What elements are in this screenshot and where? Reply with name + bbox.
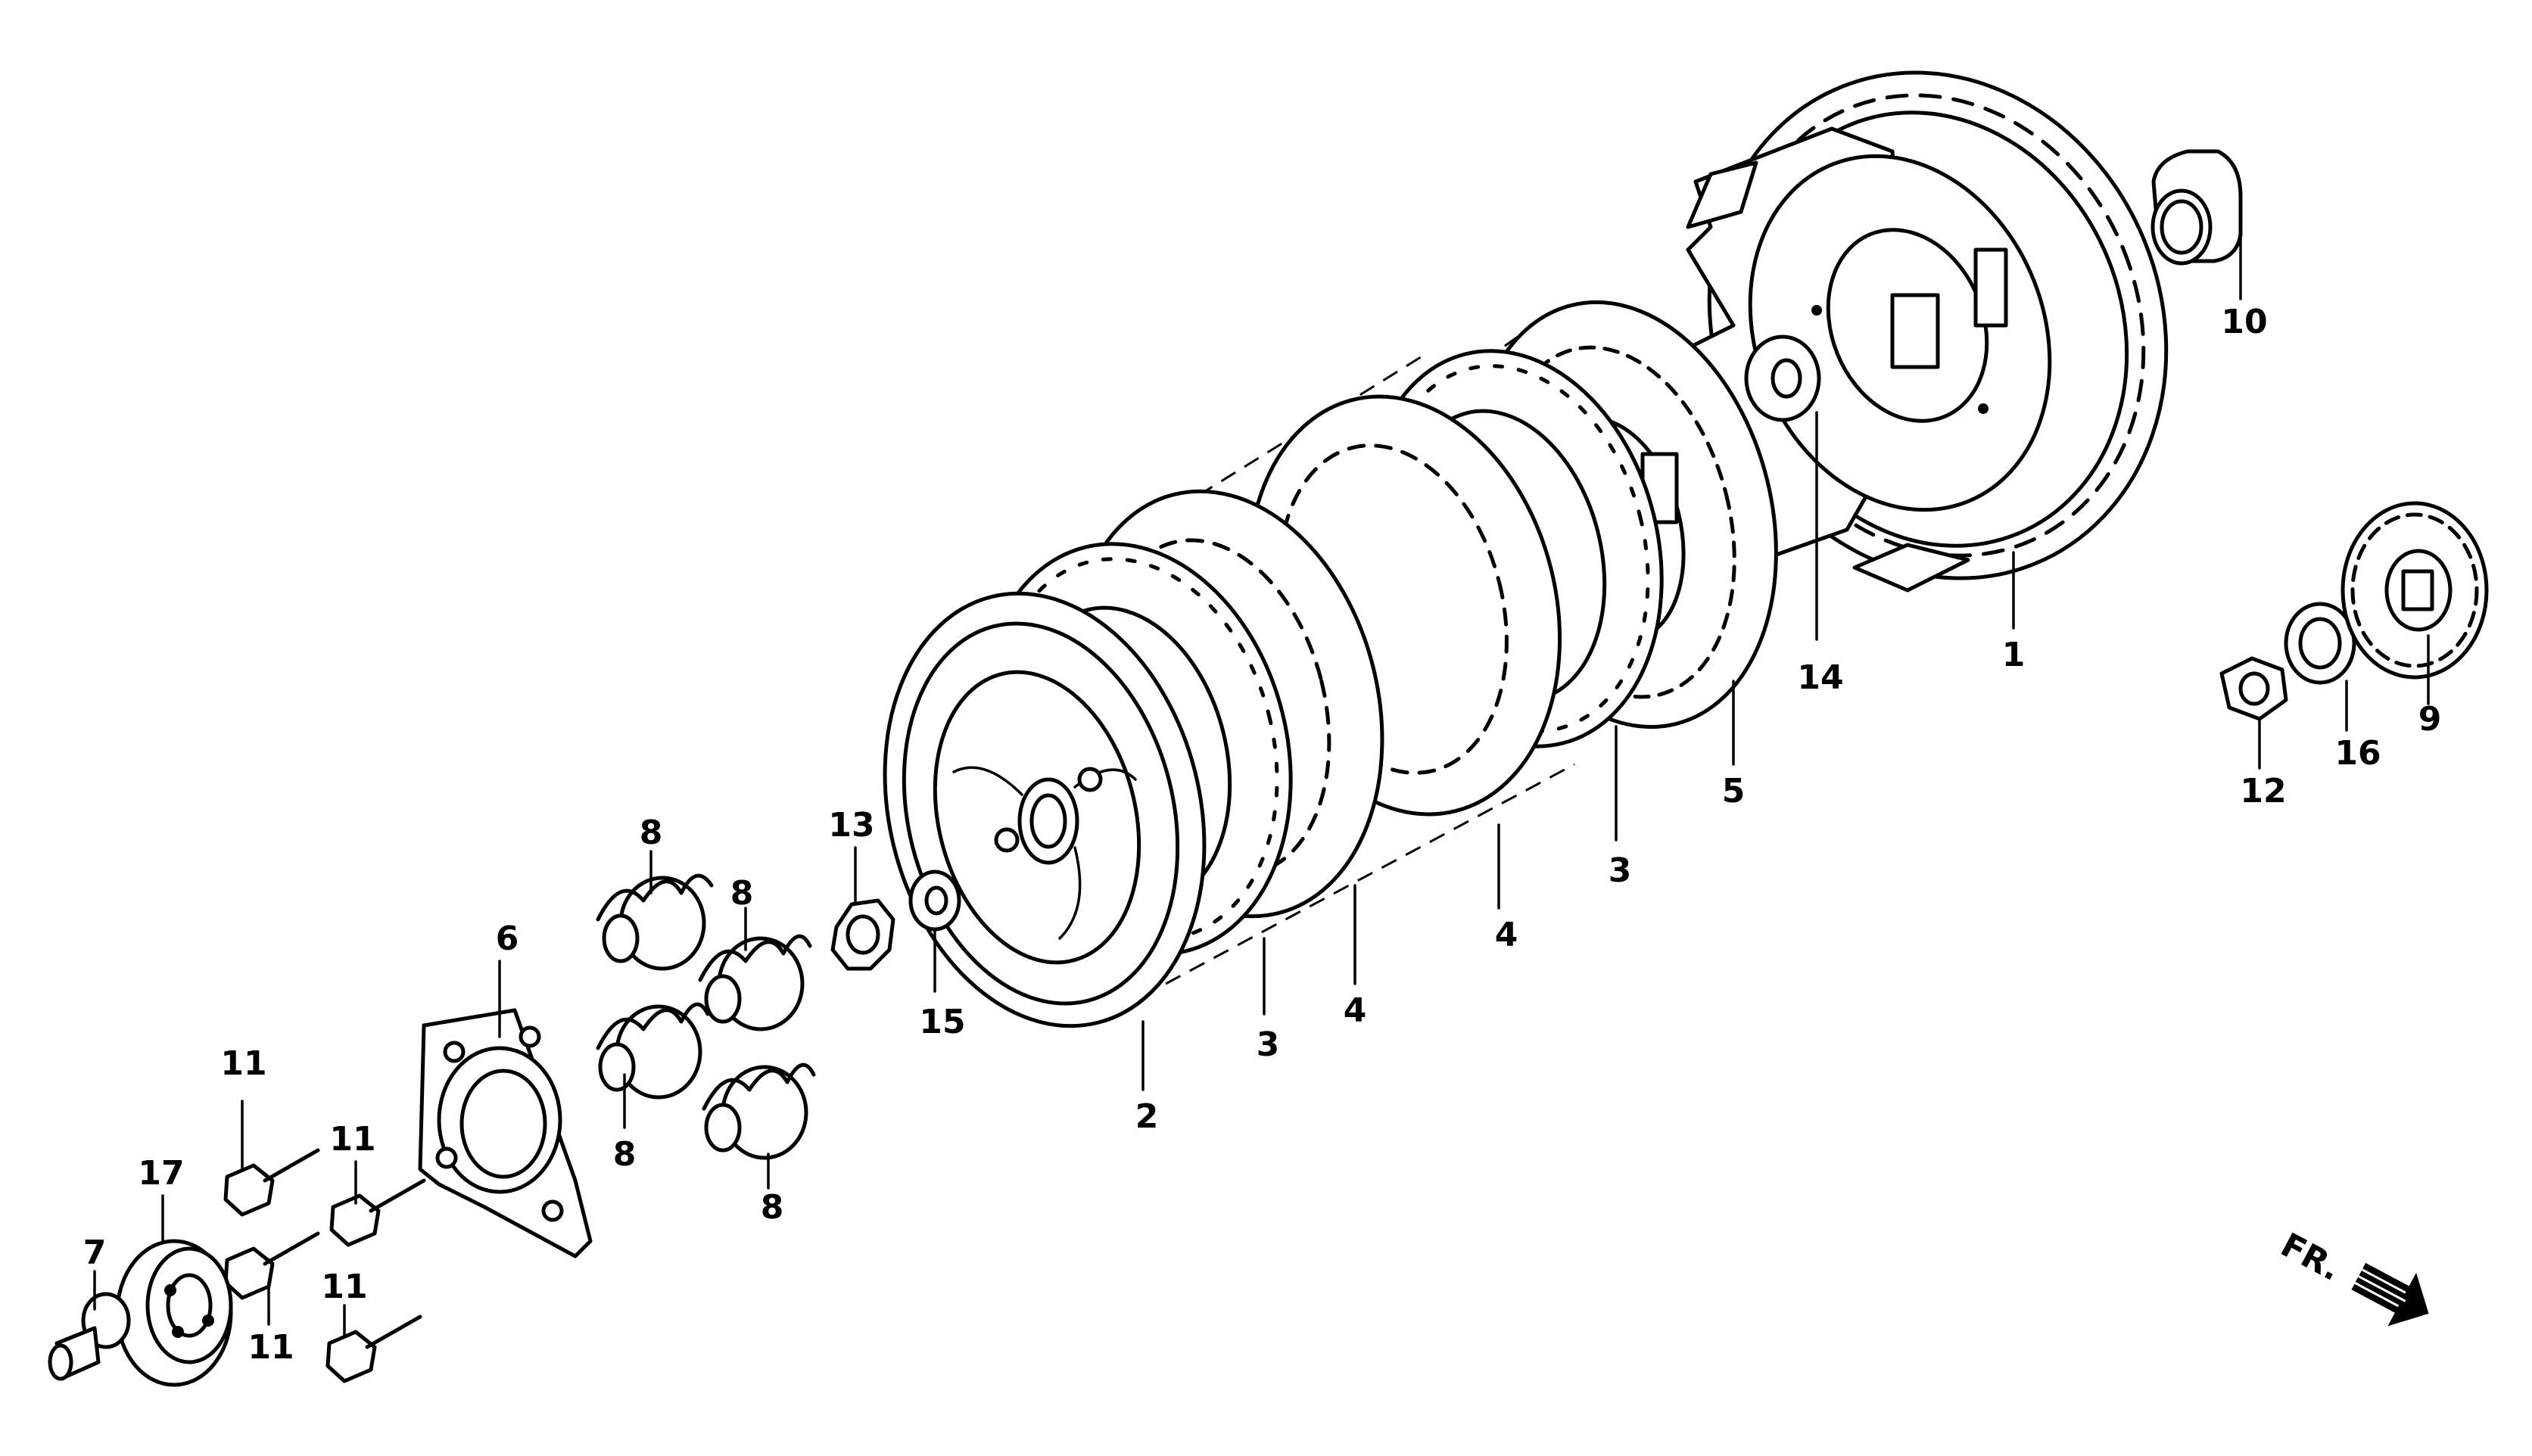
label-part-11-a: 11 xyxy=(220,1044,266,1083)
part-8-spring-2 xyxy=(698,934,812,1031)
label-part-17: 17 xyxy=(138,1154,184,1193)
label-part-16: 16 xyxy=(2334,734,2381,773)
part-7-lifter-rod xyxy=(48,1292,131,1381)
part-11-bolt-3 xyxy=(223,1231,320,1300)
label-part-4-front: 4 xyxy=(1344,991,1367,1030)
label-part-8-c: 8 xyxy=(613,1135,637,1174)
label-part-11-c: 11 xyxy=(248,1328,294,1367)
label-part-4-rear: 4 xyxy=(1495,916,1518,954)
label-part-8-d: 8 xyxy=(761,1188,784,1227)
part-17-bearing xyxy=(115,1239,233,1387)
part-12-nut xyxy=(2219,656,2288,721)
part-10-collar xyxy=(2150,149,2243,266)
label-part-15: 15 xyxy=(919,1003,965,1041)
label-part-5: 5 xyxy=(1722,772,1746,810)
label-part-6: 6 xyxy=(496,919,519,958)
part-8-spring-1 xyxy=(596,873,714,971)
label-part-8-b: 8 xyxy=(730,874,754,913)
part-15-washer xyxy=(908,870,961,932)
label-part-8-a: 8 xyxy=(640,814,663,852)
label-part-11-b: 11 xyxy=(329,1120,375,1159)
part-8-spring-4 xyxy=(702,1062,816,1160)
label-part-10: 10 xyxy=(2221,303,2267,341)
front-direction-arrow-icon xyxy=(2351,1262,2429,1327)
part-6-lifter-plate xyxy=(418,1008,593,1258)
label-part-12: 12 xyxy=(2240,772,2286,810)
leader-lines xyxy=(93,218,2430,1337)
label-part-14: 14 xyxy=(1797,658,1843,697)
part-11-bolt-4 xyxy=(325,1314,422,1383)
part-16-washer xyxy=(2284,602,2356,685)
part-9-drive-gear xyxy=(2340,501,2489,680)
label-part-9: 9 xyxy=(2418,700,2442,739)
part-11-bolt-1 xyxy=(223,1148,320,1217)
label-part-1: 1 xyxy=(2002,636,2026,674)
label-part-7: 7 xyxy=(83,1234,107,1272)
front-direction-marker: FR. xyxy=(2275,1226,2429,1327)
part-labels: 1 2 3 3 4 4 5 6 7 8 8 8 8 9 10 11 11 11 … xyxy=(83,303,2442,1367)
part-8-spring-3 xyxy=(596,1002,710,1100)
label-part-11-d: 11 xyxy=(321,1268,367,1306)
label-part-2: 2 xyxy=(1135,1097,1159,1136)
part-13-lifter xyxy=(830,898,895,971)
part-2-pressure-plate xyxy=(883,591,1207,1028)
label-part-3-rear: 3 xyxy=(1609,851,1632,890)
part-14-washer xyxy=(1744,334,1821,422)
label-part-3-front: 3 xyxy=(1257,1025,1280,1064)
label-part-13: 13 xyxy=(828,806,874,845)
front-direction-text: FR. xyxy=(2275,1226,2347,1289)
part-11-bolt-2 xyxy=(329,1178,426,1247)
